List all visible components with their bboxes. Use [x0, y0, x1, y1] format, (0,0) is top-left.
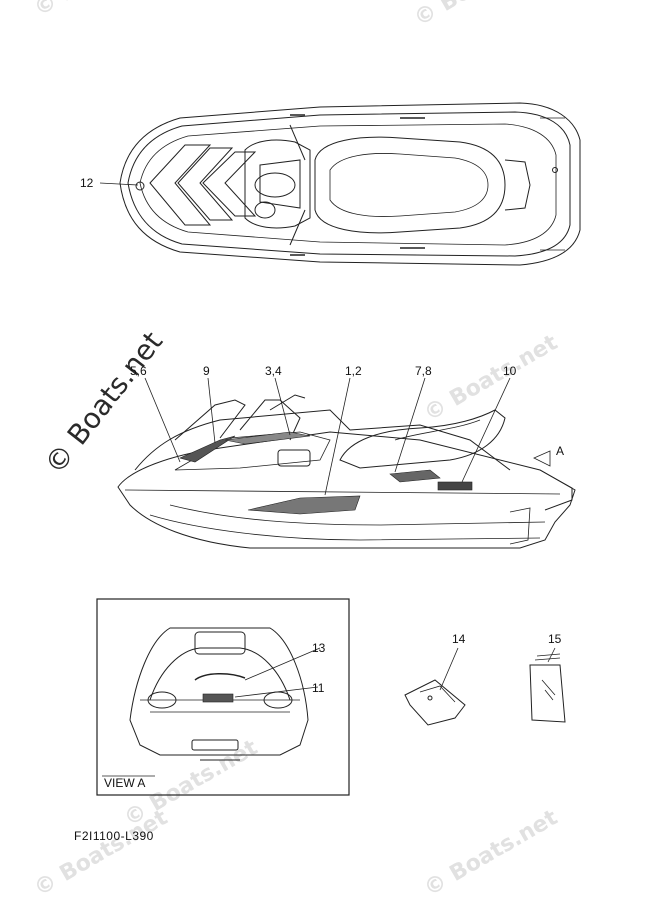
callout-1-2: 1,2 — [345, 364, 362, 378]
view-a-label: VIEW A — [104, 776, 145, 790]
callout-14: 14 — [452, 632, 466, 646]
callout-7-8: 7,8 — [415, 364, 432, 378]
callout-13: 13 — [312, 641, 326, 655]
diagram-code: F2I1100-L390 — [74, 829, 154, 843]
callout-3-4: 3,4 — [265, 364, 282, 378]
side-view-watercraft — [117, 394, 576, 549]
callout-5-6: 5,6 — [130, 364, 147, 378]
view-a-stern — [129, 627, 309, 761]
view-a-frame — [96, 598, 350, 796]
leader-lines — [99, 182, 556, 698]
part-14-pouch — [404, 679, 466, 726]
callout-10: 10 — [503, 364, 517, 378]
part-15-sheet — [529, 653, 566, 723]
callout-9: 9 — [203, 364, 210, 378]
callout-11: 11 — [312, 681, 325, 695]
top-view-watercraft — [119, 102, 581, 266]
callout-12: 12 — [80, 176, 94, 190]
arrow-a-label: A — [556, 444, 564, 458]
callout-15: 15 — [548, 632, 562, 646]
